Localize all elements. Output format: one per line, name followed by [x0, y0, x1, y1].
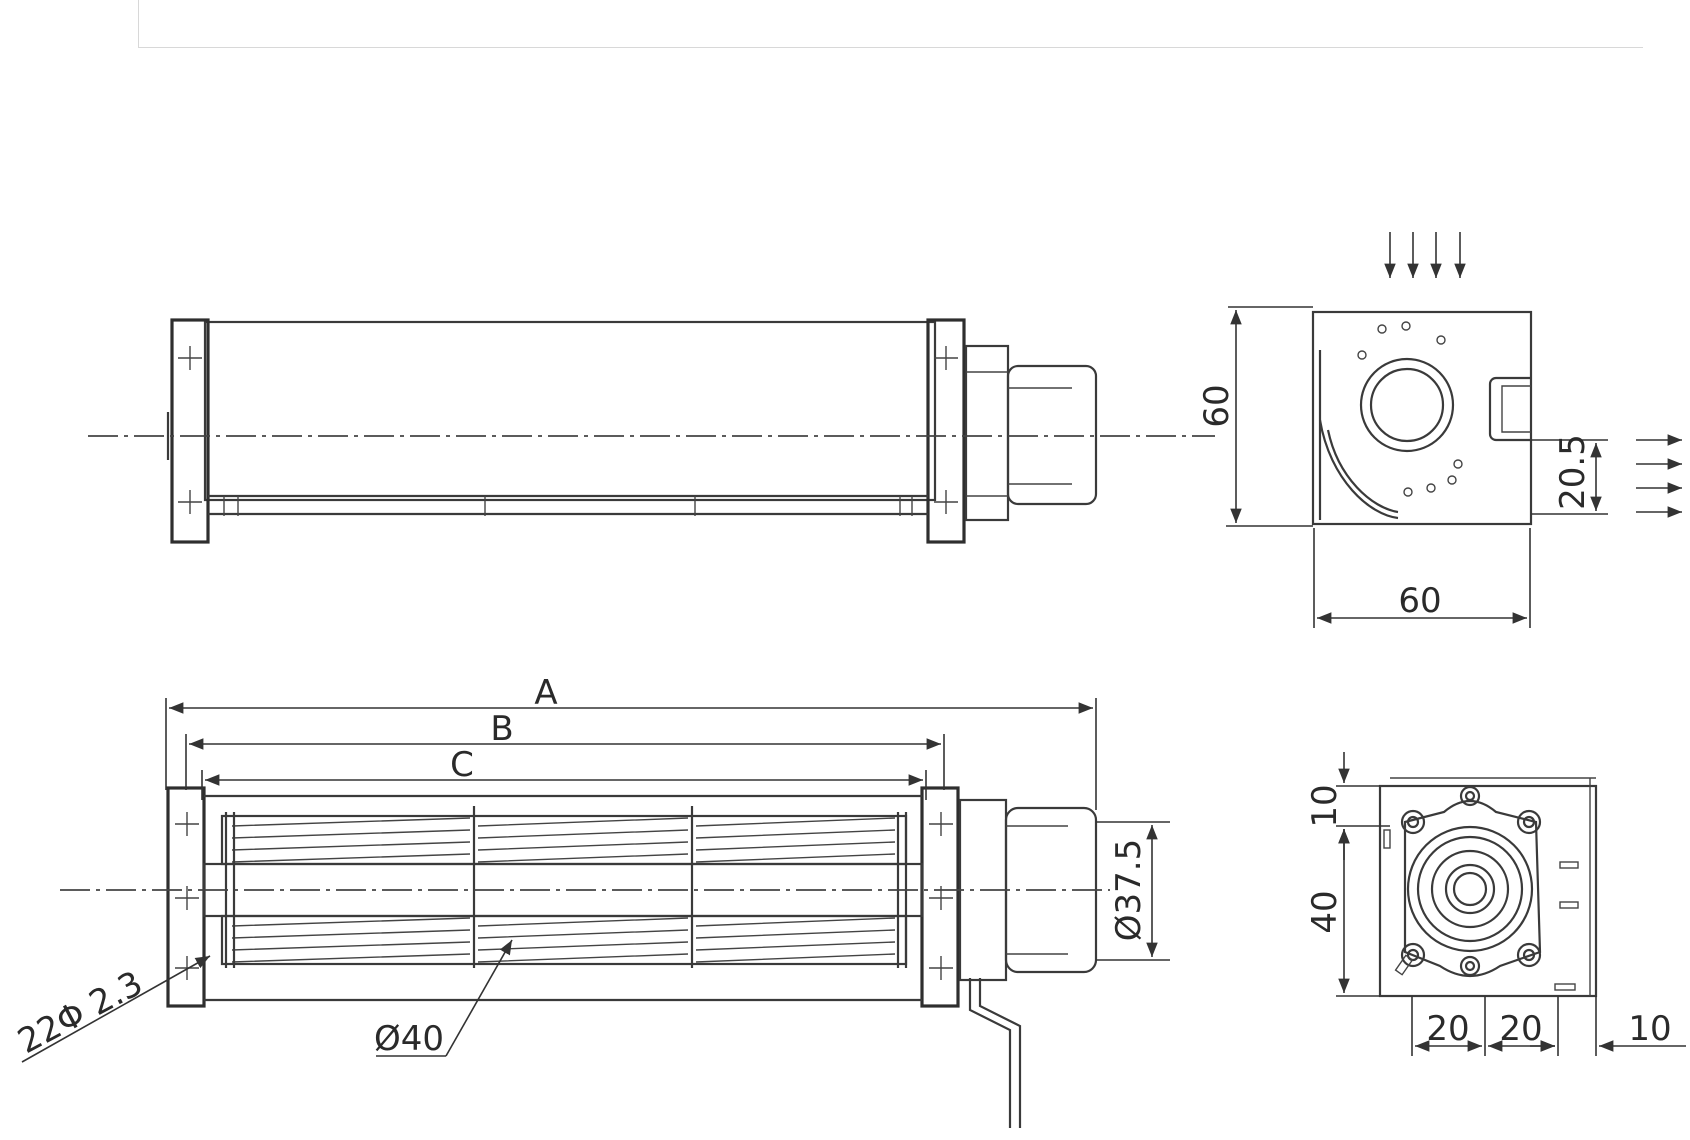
outlet-end-view: 60 60 20.5: [1197, 232, 1682, 628]
header-frame: [138, 0, 1643, 48]
left-end-plate: [170, 318, 210, 544]
dim-outlet-20-5: 20.5: [1553, 434, 1593, 510]
flange-body: [1403, 799, 1542, 977]
flange-bolt-holes: [1400, 785, 1542, 977]
dim-flange-bottom-20b: 20: [1499, 1009, 1542, 1049]
dim-width-60: 60: [1398, 581, 1441, 621]
dim-length-b: B: [490, 709, 513, 749]
dim-flange-bottom-20a: 20: [1426, 1009, 1469, 1049]
section-view: A B C Ø37.5 Ø40 22Φ 2.3: [11, 673, 1170, 1128]
impeller-blades: [231, 817, 896, 963]
mount-hole-marks: [178, 346, 958, 514]
dim-mount-holes: 22Φ 2.3: [11, 963, 149, 1062]
section-right-plate: [920, 786, 960, 1008]
dim-flange-top-10: 10: [1305, 784, 1345, 827]
dim-rotor-diameter: Ø40: [374, 1019, 444, 1059]
motor-end-view: 10 40 20 20 10: [1305, 752, 1686, 1056]
outflow-arrows: [1636, 434, 1682, 518]
dim-flange-bottom-10: 10: [1628, 1009, 1671, 1049]
dim-inlet-diameter: Ø37.5: [1109, 839, 1149, 941]
end-housing: [1311, 310, 1533, 526]
motor-body: [1006, 364, 1098, 506]
inflow-arrows: [1384, 232, 1466, 278]
dim-flange-side-40: 40: [1305, 890, 1345, 933]
right-end-plate: [926, 318, 966, 544]
dim-height-60: 60: [1197, 384, 1237, 427]
dim-length-a: A: [534, 673, 557, 713]
section-left-plate: [166, 786, 206, 1008]
flange-frame: [1378, 784, 1598, 998]
dim-length-c: C: [450, 745, 474, 785]
side-view: [88, 318, 1215, 544]
power-cable: [968, 978, 1012, 1128]
